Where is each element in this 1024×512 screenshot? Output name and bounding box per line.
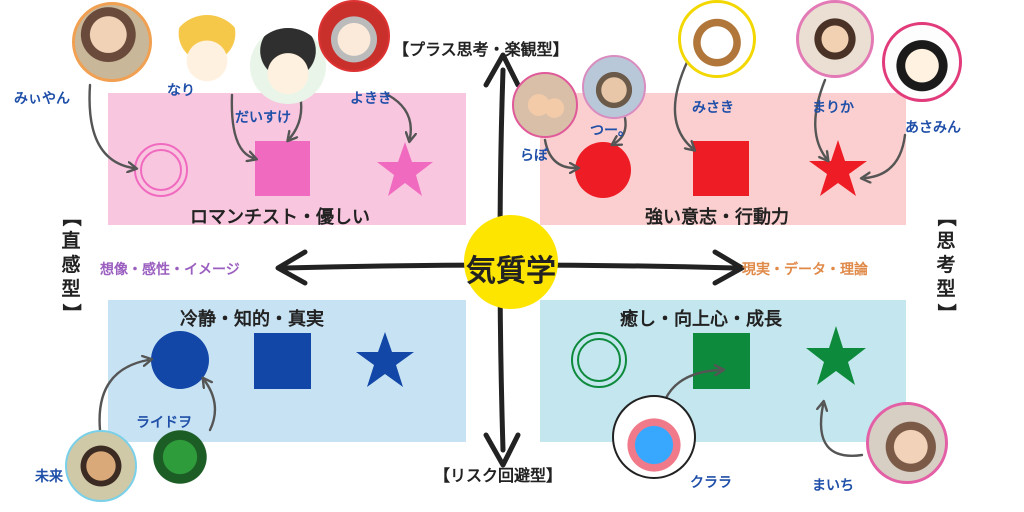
name-miyan: みぃやん	[14, 91, 70, 107]
arrow-rabo	[543, 138, 575, 168]
pink-star-icon	[377, 142, 433, 196]
avatar-daisuke	[250, 28, 326, 104]
red-square-icon	[693, 141, 749, 196]
blue-square-icon	[254, 333, 311, 389]
axis-label-right: 【 思 考 型 】	[935, 205, 957, 325]
green-star-icon	[806, 326, 866, 385]
avatar-yokiki	[318, 0, 390, 72]
avatar-maichi	[866, 402, 948, 484]
green-square-icon	[693, 333, 750, 389]
axis-sub-right: 現実・データ・理論	[742, 262, 868, 278]
left-label-char: 感	[61, 254, 81, 276]
name-kurara: クララ	[690, 475, 732, 491]
left-label-char: 【	[60, 207, 82, 227]
left-label-char: 直	[61, 230, 81, 252]
name-asamin: あさみん	[905, 120, 961, 136]
red-star-icon	[809, 140, 867, 196]
arrow-misaki	[673, 58, 692, 148]
center-circle	[464, 215, 558, 309]
axis-label-top: 【プラス思考・楽観型】	[393, 40, 569, 59]
name-mirai: 未来	[35, 469, 63, 485]
arrow-daisuke	[230, 93, 253, 158]
name-rabo: らぼ	[520, 148, 548, 164]
quadrant-title-top-right: 強い意志・行動力	[645, 207, 789, 228]
blue-circle-icon	[151, 331, 209, 389]
axis-label-bottom: 【リスク回避型】	[434, 466, 563, 485]
name-marika: まりか	[812, 100, 854, 116]
avatar-kurara	[612, 395, 696, 479]
avatar-tsuu	[582, 55, 646, 119]
blue-star-icon	[356, 332, 414, 387]
quadrant-title-top-left: ロマンチスト・優しい	[190, 207, 370, 228]
avatar-misaki	[678, 0, 756, 78]
quadrant-title-bottom-left: 冷静・知的・真実	[180, 309, 324, 330]
arrow-maichi	[821, 405, 864, 457]
arrow-tsuu	[615, 116, 627, 143]
avatar-rabo	[512, 72, 578, 138]
pink-double-ring-icon	[134, 143, 188, 197]
avatar-nari	[170, 15, 244, 89]
quadrant-title-bottom-right: 癒し・向上心・成長	[620, 309, 782, 330]
avatar-raidowo	[144, 425, 216, 505]
arrow-raidowo	[205, 381, 217, 432]
name-nari: なり	[167, 83, 195, 99]
arrow-asamin	[865, 133, 907, 178]
arrow-miyan	[88, 83, 133, 168]
right-label-char: 考	[936, 254, 956, 276]
left-label-char: 】	[60, 303, 82, 323]
name-misaki: みさき	[692, 100, 734, 116]
avatar-asamin	[882, 22, 962, 102]
axis-label-left: 【 直 感 型 】	[60, 205, 82, 325]
arrow-marika	[814, 78, 826, 158]
left-label-char: 型	[61, 278, 81, 300]
avatar-miyan	[72, 2, 152, 82]
right-label-char: 】	[935, 303, 957, 323]
arrow-mirai	[98, 360, 148, 432]
green-double-ring-icon	[571, 332, 627, 388]
name-yokiki: よきき	[350, 91, 392, 107]
avatar-mirai	[65, 430, 137, 502]
arrow-yokiki	[386, 93, 411, 138]
center-label: 気質学	[466, 254, 556, 289]
red-circle-icon	[575, 142, 631, 198]
name-raidowo: ライドヲ	[136, 415, 192, 431]
axis-sub-left: 想像・感性・イメージ	[100, 262, 240, 278]
right-label-char: 思	[936, 230, 956, 252]
right-label-char: 型	[936, 278, 956, 300]
arrow-kurara	[663, 370, 720, 402]
avatar-marika	[796, 0, 874, 78]
right-label-char: 【	[935, 207, 957, 227]
name-daisuke: だいすけ	[235, 110, 291, 126]
name-maichi: まいち	[812, 478, 854, 494]
name-tsuu: つー。	[590, 123, 632, 139]
pink-square-icon	[255, 141, 310, 196]
